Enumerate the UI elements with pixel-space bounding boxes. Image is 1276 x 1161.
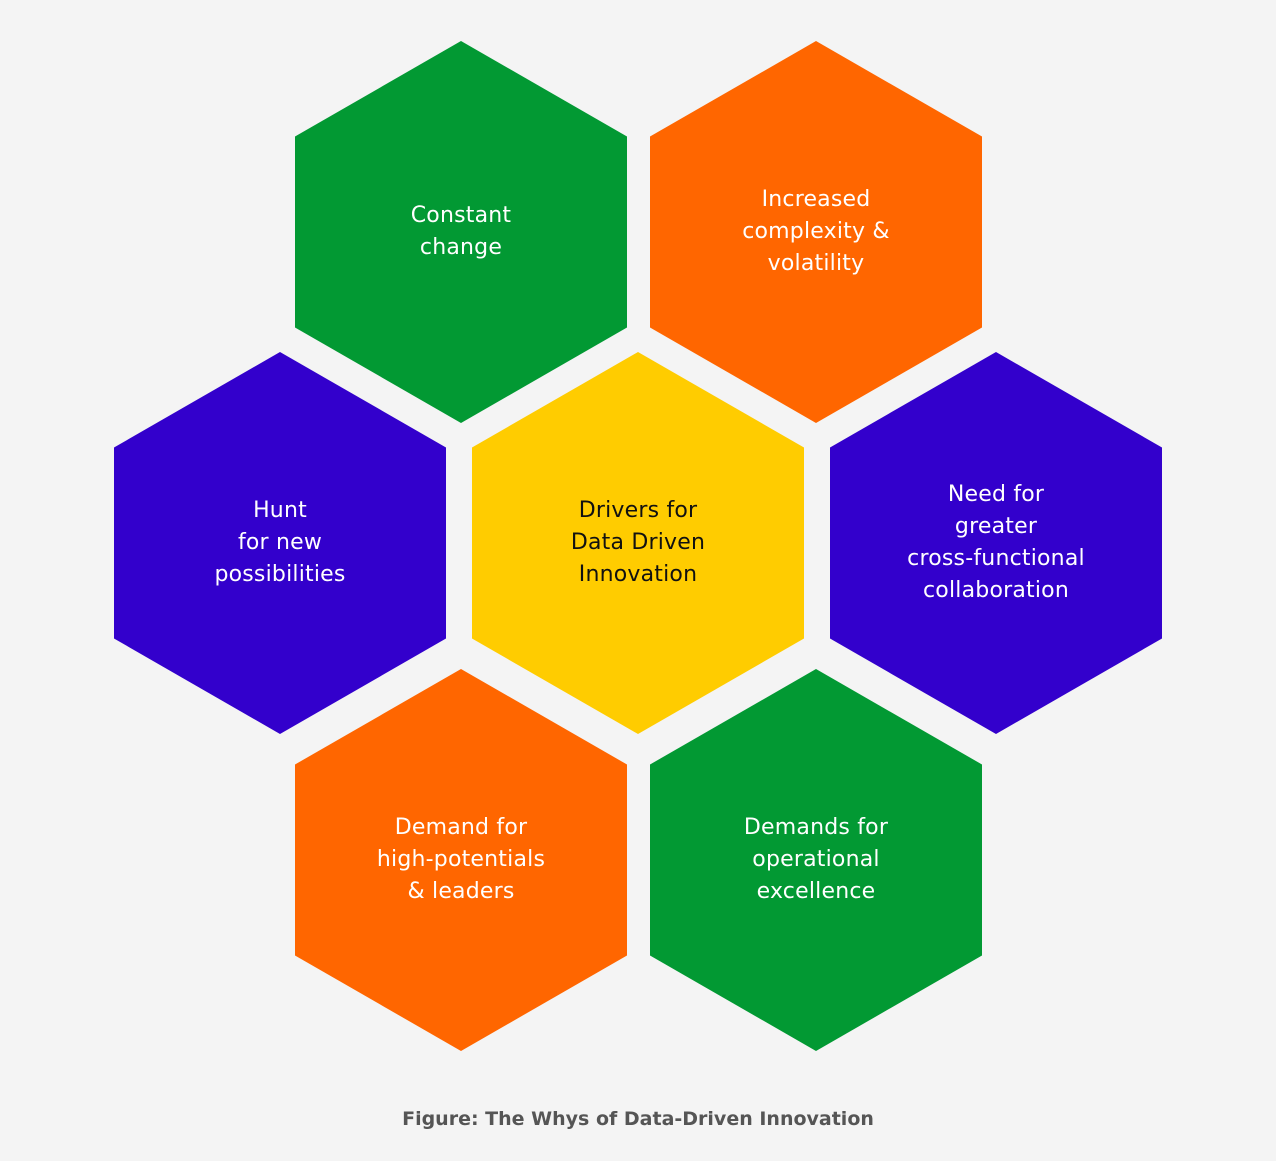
hexagon-hunt-for-new-possibilities: Hunt for new possibilities	[114, 352, 446, 734]
hexagon-label: Demand for high-potentials & leaders	[376, 815, 546, 904]
hexagon-center-label: Drivers for Data Driven Innovation	[570, 498, 706, 587]
hexagon-label: Increased complexity & volatility	[742, 187, 890, 276]
hexagon-center-drivers: Drivers for Data Driven Innovation	[472, 352, 804, 734]
hexagon-label: Hunt for new possibilities	[214, 498, 346, 587]
hexagon-increased-complexity: Increased complexity & volatility	[650, 41, 982, 423]
hexagon-operational-excellence: Demands for operational excellence	[650, 669, 982, 1051]
hexagon-high-potentials-leaders: Demand for high-potentials & leaders	[295, 669, 627, 1051]
hexagon-cross-functional-collaboration: Need for greater cross-functional collab…	[830, 352, 1162, 734]
hexagon-label: Need for greater cross-functional collab…	[907, 482, 1085, 603]
hexagon-label: Demands for operational excellence	[743, 815, 889, 904]
figure-caption: Figure: The Whys of Data-Driven Innovati…	[402, 1108, 874, 1130]
hexagon-constant-change: Constant change	[295, 41, 627, 423]
hexagon-label: Constant change	[410, 203, 512, 260]
